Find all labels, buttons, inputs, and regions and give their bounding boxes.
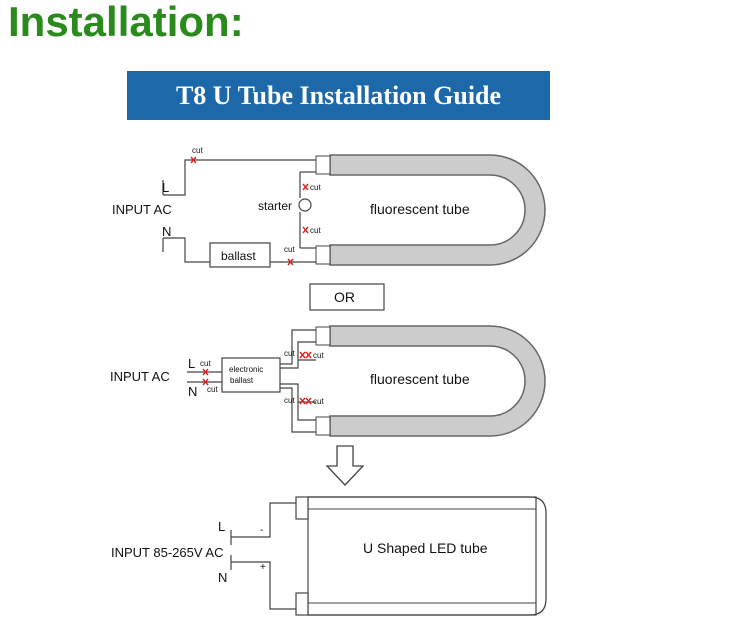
or-box xyxy=(309,283,385,311)
cut-label: cut xyxy=(200,359,211,368)
line-n-label: N xyxy=(188,384,197,399)
input-ac-label: INPUT AC xyxy=(112,202,172,217)
starter-symbol xyxy=(298,198,312,212)
cut-label: cut xyxy=(207,385,218,394)
or-label: OR xyxy=(334,289,355,305)
electronic-ballast-label: ballast xyxy=(230,376,254,385)
guide-title-banner: T8 U Tube Installation Guide xyxy=(127,71,550,120)
line-l-label: L xyxy=(218,519,225,534)
line-l-label: L xyxy=(188,356,195,371)
cut-label: cut xyxy=(313,397,324,406)
starter-label: starter xyxy=(258,199,292,213)
input-ac-label: INPUT AC xyxy=(110,369,170,384)
cut-marks-1 xyxy=(190,156,309,266)
cut-label: cut xyxy=(192,146,203,155)
ballast-box xyxy=(209,242,271,268)
fluorescent-tube-label: fluorescent tube xyxy=(370,201,470,217)
page-heading: Installation: xyxy=(8,0,244,45)
diagram-electronic-ballast xyxy=(187,325,546,437)
cut-label: cut xyxy=(284,396,295,405)
line-n-label: N xyxy=(218,570,227,585)
ballast-label: ballast xyxy=(221,249,256,263)
u-shaped-led-tube xyxy=(308,496,547,616)
down-arrow-icon xyxy=(325,445,365,486)
cut-label: cut xyxy=(310,226,321,235)
cut-label: cut xyxy=(313,351,324,360)
line-l-label: L xyxy=(162,180,169,195)
cut-label: cut xyxy=(284,245,295,254)
cut-label: cut xyxy=(310,183,321,192)
fluorescent-tube-label: fluorescent tube xyxy=(370,371,470,387)
cut-marks-2 xyxy=(202,351,312,405)
plus-sign: + xyxy=(260,562,266,573)
u-tube-2 xyxy=(329,325,546,437)
u-tube-1 xyxy=(329,154,546,266)
minus-sign: - xyxy=(260,525,263,536)
diagram-led-tube xyxy=(230,496,547,616)
line-n-label: N xyxy=(162,224,171,239)
diagram-starter-ballast xyxy=(162,154,546,268)
electronic-ballast-label: electronic xyxy=(229,365,263,374)
electronic-ballast-box xyxy=(221,357,281,393)
cut-label: cut xyxy=(284,349,295,358)
input-85-265v-ac-label: INPUT 85-265V AC xyxy=(111,545,223,560)
led-tube-label: U Shaped LED tube xyxy=(363,540,488,556)
